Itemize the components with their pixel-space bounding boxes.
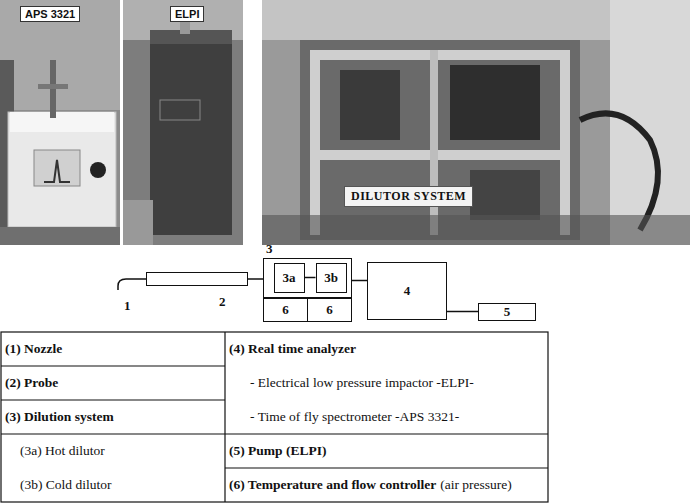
connector-line <box>352 280 367 282</box>
dilutor-photo <box>262 0 690 245</box>
process-box: 6 <box>263 297 308 322</box>
table-cell: - Time of fly spectrometer -APS 3321- <box>250 409 459 425</box>
inner-box: 3a <box>274 263 305 293</box>
node-number: 6 <box>282 303 289 317</box>
inner-box: 3b <box>316 263 347 293</box>
connector-line <box>447 311 478 313</box>
photo-label: ELPI <box>170 6 204 22</box>
table-cell: (3) Dilution system <box>5 409 114 425</box>
node-number: 2 <box>219 295 226 309</box>
photo-label: DILUTOR SYSTEM <box>344 186 473 207</box>
connector-line <box>248 278 263 280</box>
process-box: 33a3b <box>263 258 352 299</box>
nozzle <box>118 279 146 290</box>
table-cell: (3a) Hot dilutor <box>20 443 105 459</box>
aps-photo <box>0 0 120 245</box>
process-box: 5 <box>478 303 536 321</box>
callout-number: 1 <box>124 298 131 314</box>
table-cell: (6) Temperature and flow controller <box>229 477 436 493</box>
elpi-photo <box>123 0 243 245</box>
table-cell: - Electrical low pressure impactor -ELPI… <box>250 375 474 391</box>
node-number: 3a <box>283 271 296 285</box>
process-box: 2 <box>146 272 248 286</box>
table-cell: (1) Nozzle <box>5 341 62 357</box>
connector-line <box>305 277 316 279</box>
node-number: 4 <box>404 284 411 298</box>
table-grid <box>1 332 548 502</box>
photo-label: APS 3321 <box>20 6 80 22</box>
table-cell: (3b) Cold dilutor <box>20 477 112 493</box>
node-number: 5 <box>504 305 511 319</box>
node-number: 6 <box>326 303 333 317</box>
table-cell: (4) Real time analyzer <box>229 341 356 357</box>
node-number: 3b <box>324 271 338 285</box>
process-box: 4 <box>367 262 447 320</box>
process-box: 6 <box>307 297 352 322</box>
table-cell: (2) Probe <box>5 375 58 391</box>
table-cell: (air pressure) <box>440 477 512 493</box>
node-number: 3 <box>266 242 273 256</box>
table-cell: (5) Pump (ELPI) <box>229 443 327 459</box>
